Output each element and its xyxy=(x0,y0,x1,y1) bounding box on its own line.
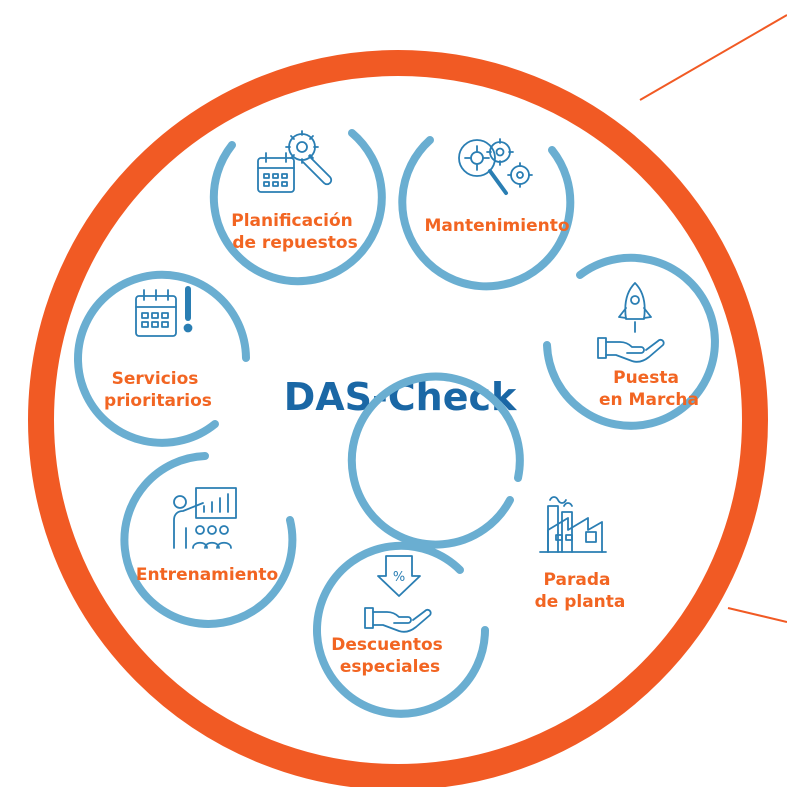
item-arc xyxy=(313,541,489,718)
item-servicios xyxy=(74,270,250,447)
item-entrenamiento xyxy=(120,452,297,628)
connector-line-bottom xyxy=(727,607,787,623)
label-parada-line-2: de planta xyxy=(535,592,626,612)
item-arc xyxy=(543,253,719,430)
item-arc xyxy=(347,372,524,549)
label-descuentos-line-1: Descuentos xyxy=(331,635,443,655)
calendar-gear-wrench-icon xyxy=(257,130,333,193)
label-puesta: Puesta en Marcha xyxy=(599,368,699,410)
factory-icon xyxy=(539,496,607,553)
label-entrenamiento-line-1: Entrenamiento xyxy=(136,565,278,585)
label-planificacion-line-1: Planificación xyxy=(231,211,353,231)
label-mantenimiento: Mantenimiento xyxy=(424,216,569,236)
item-planificacion xyxy=(209,129,386,286)
item-arc xyxy=(74,270,250,447)
label-planificacion: Planificación de repuestos xyxy=(231,211,358,253)
item-arc xyxy=(209,129,386,286)
label-puesta-line-2: en Marcha xyxy=(599,390,699,410)
item-parada xyxy=(347,372,524,549)
label-servicios-line-1: Servicios xyxy=(112,369,199,389)
label-descuentos: Descuentos especiales xyxy=(331,635,448,677)
item-arc xyxy=(120,452,297,628)
label-mantenimiento-line-1: Mantenimiento xyxy=(424,216,569,236)
calendar-alert-icon xyxy=(135,286,193,337)
label-servicios-line-2: prioritarios xyxy=(104,391,212,411)
outer-ring xyxy=(28,50,768,787)
label-parada-line-1: Parada xyxy=(544,570,611,590)
item-mantenimiento xyxy=(398,136,575,291)
connector-line-top xyxy=(639,14,787,101)
label-servicios: Servicios prioritarios xyxy=(104,369,212,411)
label-planificacion-line-2: de repuestos xyxy=(232,233,357,253)
label-parada: Parada de planta xyxy=(535,570,626,612)
presentation-board-icon xyxy=(173,487,237,549)
svg-text:%: % xyxy=(393,570,405,585)
discount-hand-icon: % xyxy=(364,555,432,633)
magnifier-gears-icon xyxy=(458,138,533,195)
item-arc xyxy=(398,136,575,291)
label-puesta-line-1: Puesta xyxy=(613,368,679,388)
item-puesta xyxy=(543,253,719,430)
rocket-hand-icon xyxy=(597,282,665,363)
item-descuentos xyxy=(313,541,489,718)
label-descuentos-line-2: especiales xyxy=(340,657,440,677)
label-entrenamiento: Entrenamiento xyxy=(136,565,278,585)
